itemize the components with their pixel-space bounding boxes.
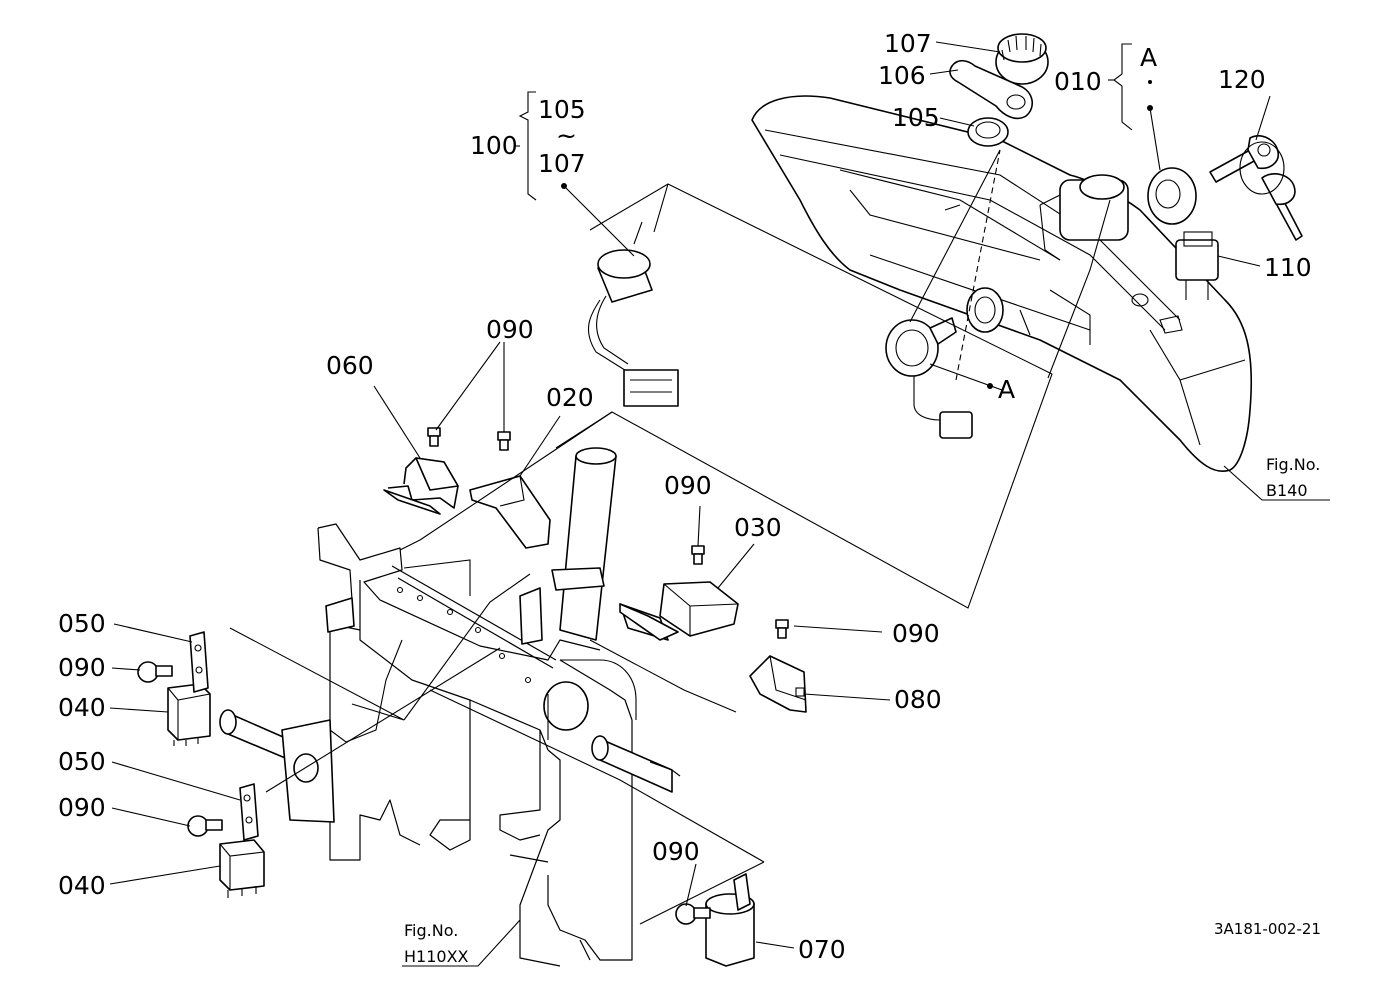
- steering-frame: [219, 447, 681, 967]
- callout-105-range: 105: [538, 95, 586, 124]
- callout-040-a: 040: [58, 693, 106, 722]
- figure-references: Fig.No. B140 Fig.No. H110XX: [404, 455, 1320, 966]
- callout-040-b: 040: [58, 871, 106, 900]
- bracket-050-upper: [189, 631, 209, 693]
- marker-a-bracket: A: [1140, 43, 1157, 72]
- callout-107-top: 107: [884, 29, 932, 58]
- relay-040-upper: [167, 683, 211, 746]
- component-030: [619, 581, 739, 641]
- bracket-050-lower: [239, 783, 259, 841]
- callout-100: 100: [470, 131, 518, 160]
- callout-090-e: 090: [58, 793, 106, 822]
- bolt-090-e: [137, 661, 173, 683]
- assembly-lines: [229, 149, 1111, 925]
- callout-050-b: 050: [58, 747, 106, 776]
- callout-060: 060: [326, 351, 374, 380]
- callout-090-b: 090: [664, 471, 712, 500]
- key-switch-assembly: [949, 33, 1303, 300]
- dot-100: [561, 183, 567, 189]
- range-symbol: ~: [556, 121, 577, 150]
- component-020: [469, 475, 551, 549]
- callout-090-c: 090: [892, 619, 940, 648]
- switch-a-sensor: [885, 317, 973, 439]
- callout-110: 110: [1264, 253, 1312, 282]
- dot-a: [987, 383, 993, 389]
- callout-010: 010: [1054, 67, 1102, 96]
- callout-030: 030: [734, 513, 782, 542]
- bolt-090-d: [775, 619, 789, 639]
- component-060: [383, 457, 459, 515]
- bolt-090-f: [187, 815, 223, 837]
- bolt-090-b: [497, 431, 511, 451]
- range-bracket-010: [1108, 43, 1133, 131]
- callout-050-a: 050: [58, 609, 106, 638]
- callout-070: 070: [798, 935, 846, 964]
- bolt-090-g: [675, 903, 711, 925]
- callout-090-a: 090: [486, 315, 534, 344]
- range-bracket-100: [514, 91, 537, 201]
- fig-ref-b140-label: Fig.No.: [1266, 455, 1320, 474]
- instrument-panel: [751, 95, 1253, 472]
- relay-040-lower: [219, 839, 265, 898]
- callout-107-range: 107: [538, 149, 586, 178]
- component-080: [749, 655, 807, 713]
- callout-020: 020: [546, 383, 594, 412]
- bolts-090: [137, 427, 789, 925]
- callout-080: 080: [894, 685, 942, 714]
- fig-ref-h110-value: H110XX: [404, 947, 469, 966]
- fig-ref-b140-value: B140: [1266, 481, 1308, 500]
- drawing-number: 3A181-002-21: [1214, 920, 1321, 938]
- callout-106: 106: [878, 61, 926, 90]
- bolt-090-a: [427, 427, 441, 447]
- leader-lines: [109, 41, 1330, 967]
- main-switch-100: [587, 221, 679, 407]
- bolt-090-c: [691, 545, 705, 565]
- dot-010-lower: [1147, 105, 1153, 111]
- callout-105-cap: 105: [892, 103, 940, 132]
- dot-010-upper: [1148, 80, 1152, 84]
- callout-090-f: 090: [652, 837, 700, 866]
- marker-a-switch: A: [998, 375, 1015, 404]
- callout-labels: 107 106 105 010 A 120 110 100 105 ~ 107 …: [58, 29, 1312, 964]
- callout-090-d: 090: [58, 653, 106, 682]
- callout-120: 120: [1218, 65, 1266, 94]
- component-070: [705, 873, 755, 967]
- fig-ref-h110-label: Fig.No.: [404, 921, 458, 940]
